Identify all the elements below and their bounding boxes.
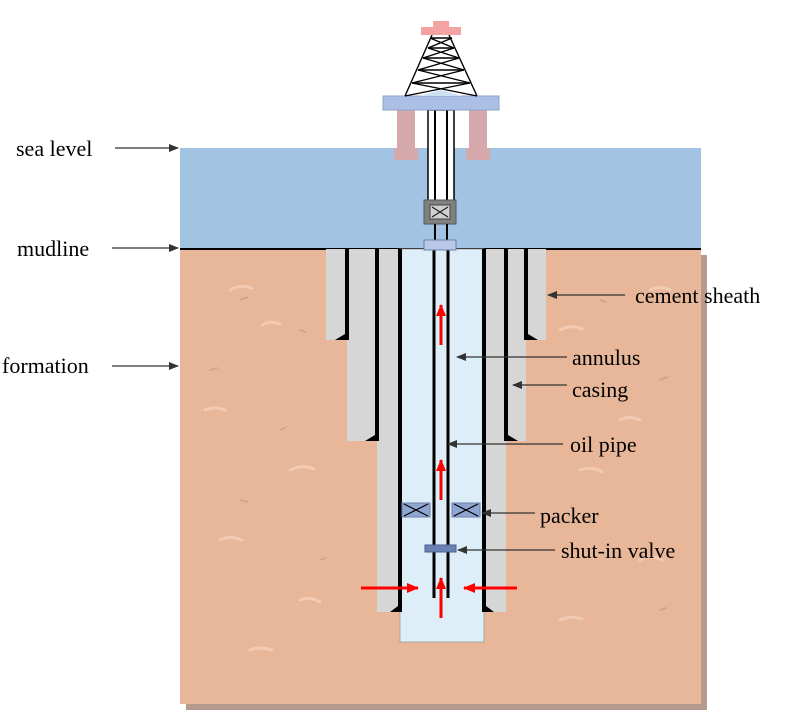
shut-in-valve: [424, 544, 457, 553]
formation-label: formation: [2, 353, 89, 378]
packer-label: packer: [540, 503, 599, 528]
oil-pipe: [427, 109, 455, 598]
mudline-label: mudline: [17, 236, 90, 261]
casing-label: casing: [572, 377, 629, 402]
annulus-label: annulus: [572, 345, 641, 370]
packers: [401, 502, 481, 518]
drilling-rig: [382, 21, 500, 160]
sea-level-label: sea level: [16, 136, 93, 161]
oil-pipe-label: oil pipe: [570, 432, 637, 457]
subsea-wellhead: [423, 199, 457, 251]
casing-strings: [345, 249, 528, 612]
casing-shoes: [335, 334, 538, 612]
label-pointers: [112, 144, 625, 554]
shut-in-valve-label: shut-in valve: [561, 538, 676, 563]
flow-arrows: [361, 304, 517, 618]
cement-sheath-label: cement sheath: [635, 283, 761, 308]
